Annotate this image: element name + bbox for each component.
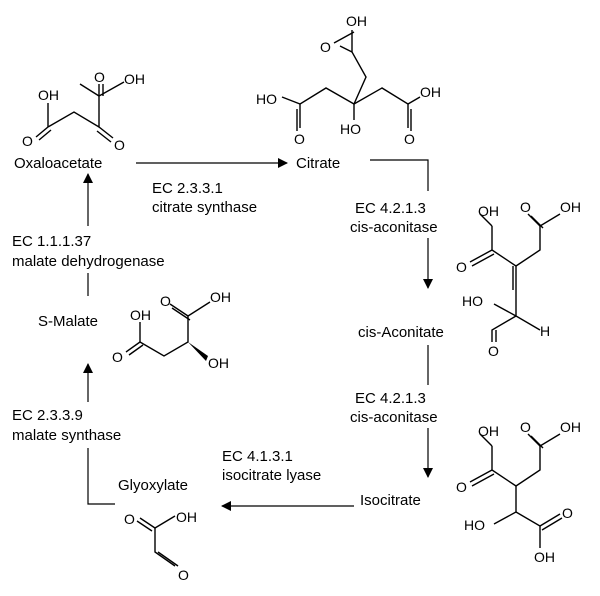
citrate-to-aconitase-connector xyxy=(370,159,429,191)
isocitrate-label: Isocitrate xyxy=(360,492,421,509)
glyoxylate-to-malate-synthase-connector xyxy=(87,448,115,505)
atom-o: O xyxy=(456,479,467,495)
atom-o: O xyxy=(320,39,331,55)
atom-o: O xyxy=(456,259,467,275)
atom-ho: HO xyxy=(256,91,277,107)
malate-synthase-ec: EC 2.3.3.9 xyxy=(12,407,83,424)
cis-aconitate-structure: OH O O OH HO O H xyxy=(456,199,581,359)
citrate-synthase-name: citrate synthase xyxy=(152,199,257,216)
isocitrate-lyase-name: isocitrate lyase xyxy=(222,467,321,484)
atom-o: O xyxy=(124,511,135,527)
atom-o: O xyxy=(294,131,305,147)
malate-dehydrogenase-ec: EC 1.1.1.37 xyxy=(12,233,91,250)
atom-o: O xyxy=(562,505,573,521)
aconitase-1-name: cis-aconitase xyxy=(350,219,438,236)
atom-o: O xyxy=(112,349,123,365)
atom-o: O xyxy=(22,133,33,149)
aconitase-1-ec: EC 4.2.1.3 xyxy=(355,200,426,217)
atom-oh: OH xyxy=(478,423,499,439)
aconitase-2-ec: EC 4.2.1.3 xyxy=(355,390,426,407)
glyoxylate-label: Glyoxylate xyxy=(118,477,188,494)
glyoxylate-structure: O OH O xyxy=(124,509,197,583)
atom-oh: OH xyxy=(176,509,197,525)
atom-o: O xyxy=(160,293,171,309)
aconitase-2-name: cis-aconitase xyxy=(350,409,438,426)
citrate-synthase-ec: EC 2.3.3.1 xyxy=(152,180,223,197)
citrate-structure: HO O HO O OH O OH xyxy=(256,13,441,147)
atom-ho: HO xyxy=(462,293,483,309)
malate-dehydrogenase-name: malate dehydrogenase xyxy=(12,253,165,270)
atom-o: O xyxy=(114,137,125,153)
atom-oh: OH xyxy=(210,289,231,305)
atom-o: O xyxy=(404,131,415,147)
atom-ho: HO xyxy=(340,121,361,137)
atom-oh: OH xyxy=(130,307,151,323)
atom-oh: OH xyxy=(420,84,441,100)
atom-o: O xyxy=(520,199,531,215)
atom-ho: HO xyxy=(464,517,485,533)
atom-o: O xyxy=(94,69,105,85)
atom-o: O xyxy=(178,567,189,583)
atom-oh: OH xyxy=(124,71,145,87)
malate-synthase-name: malate synthase xyxy=(12,427,121,444)
atom-o: O xyxy=(520,419,531,435)
atom-o: O xyxy=(488,343,499,359)
citrate-label: Citrate xyxy=(296,155,340,172)
atom-oh: OH xyxy=(346,13,367,29)
oxaloacetate-structure: OH O O O OH xyxy=(22,69,145,153)
atom-oh: OH xyxy=(208,355,229,371)
isocitrate-structure: OH O O OH HO O OH xyxy=(456,419,581,565)
atom-oh: OH xyxy=(478,203,499,219)
cis-aconitate-label: cis-Aconitate xyxy=(358,324,444,341)
oxaloacetate-label: Oxaloacetate xyxy=(14,155,102,172)
atom-oh: OH xyxy=(560,199,581,215)
atom-oh: OH xyxy=(534,549,555,565)
atom-oh: OH xyxy=(560,419,581,435)
atom-h: H xyxy=(540,323,550,339)
s-malate-label: S-Malate xyxy=(38,313,98,330)
atom-oh: OH xyxy=(38,87,59,103)
s-malate-structure: OH O O OH OH xyxy=(112,289,231,371)
isocitrate-lyase-ec: EC 4.1.3.1 xyxy=(222,448,293,465)
